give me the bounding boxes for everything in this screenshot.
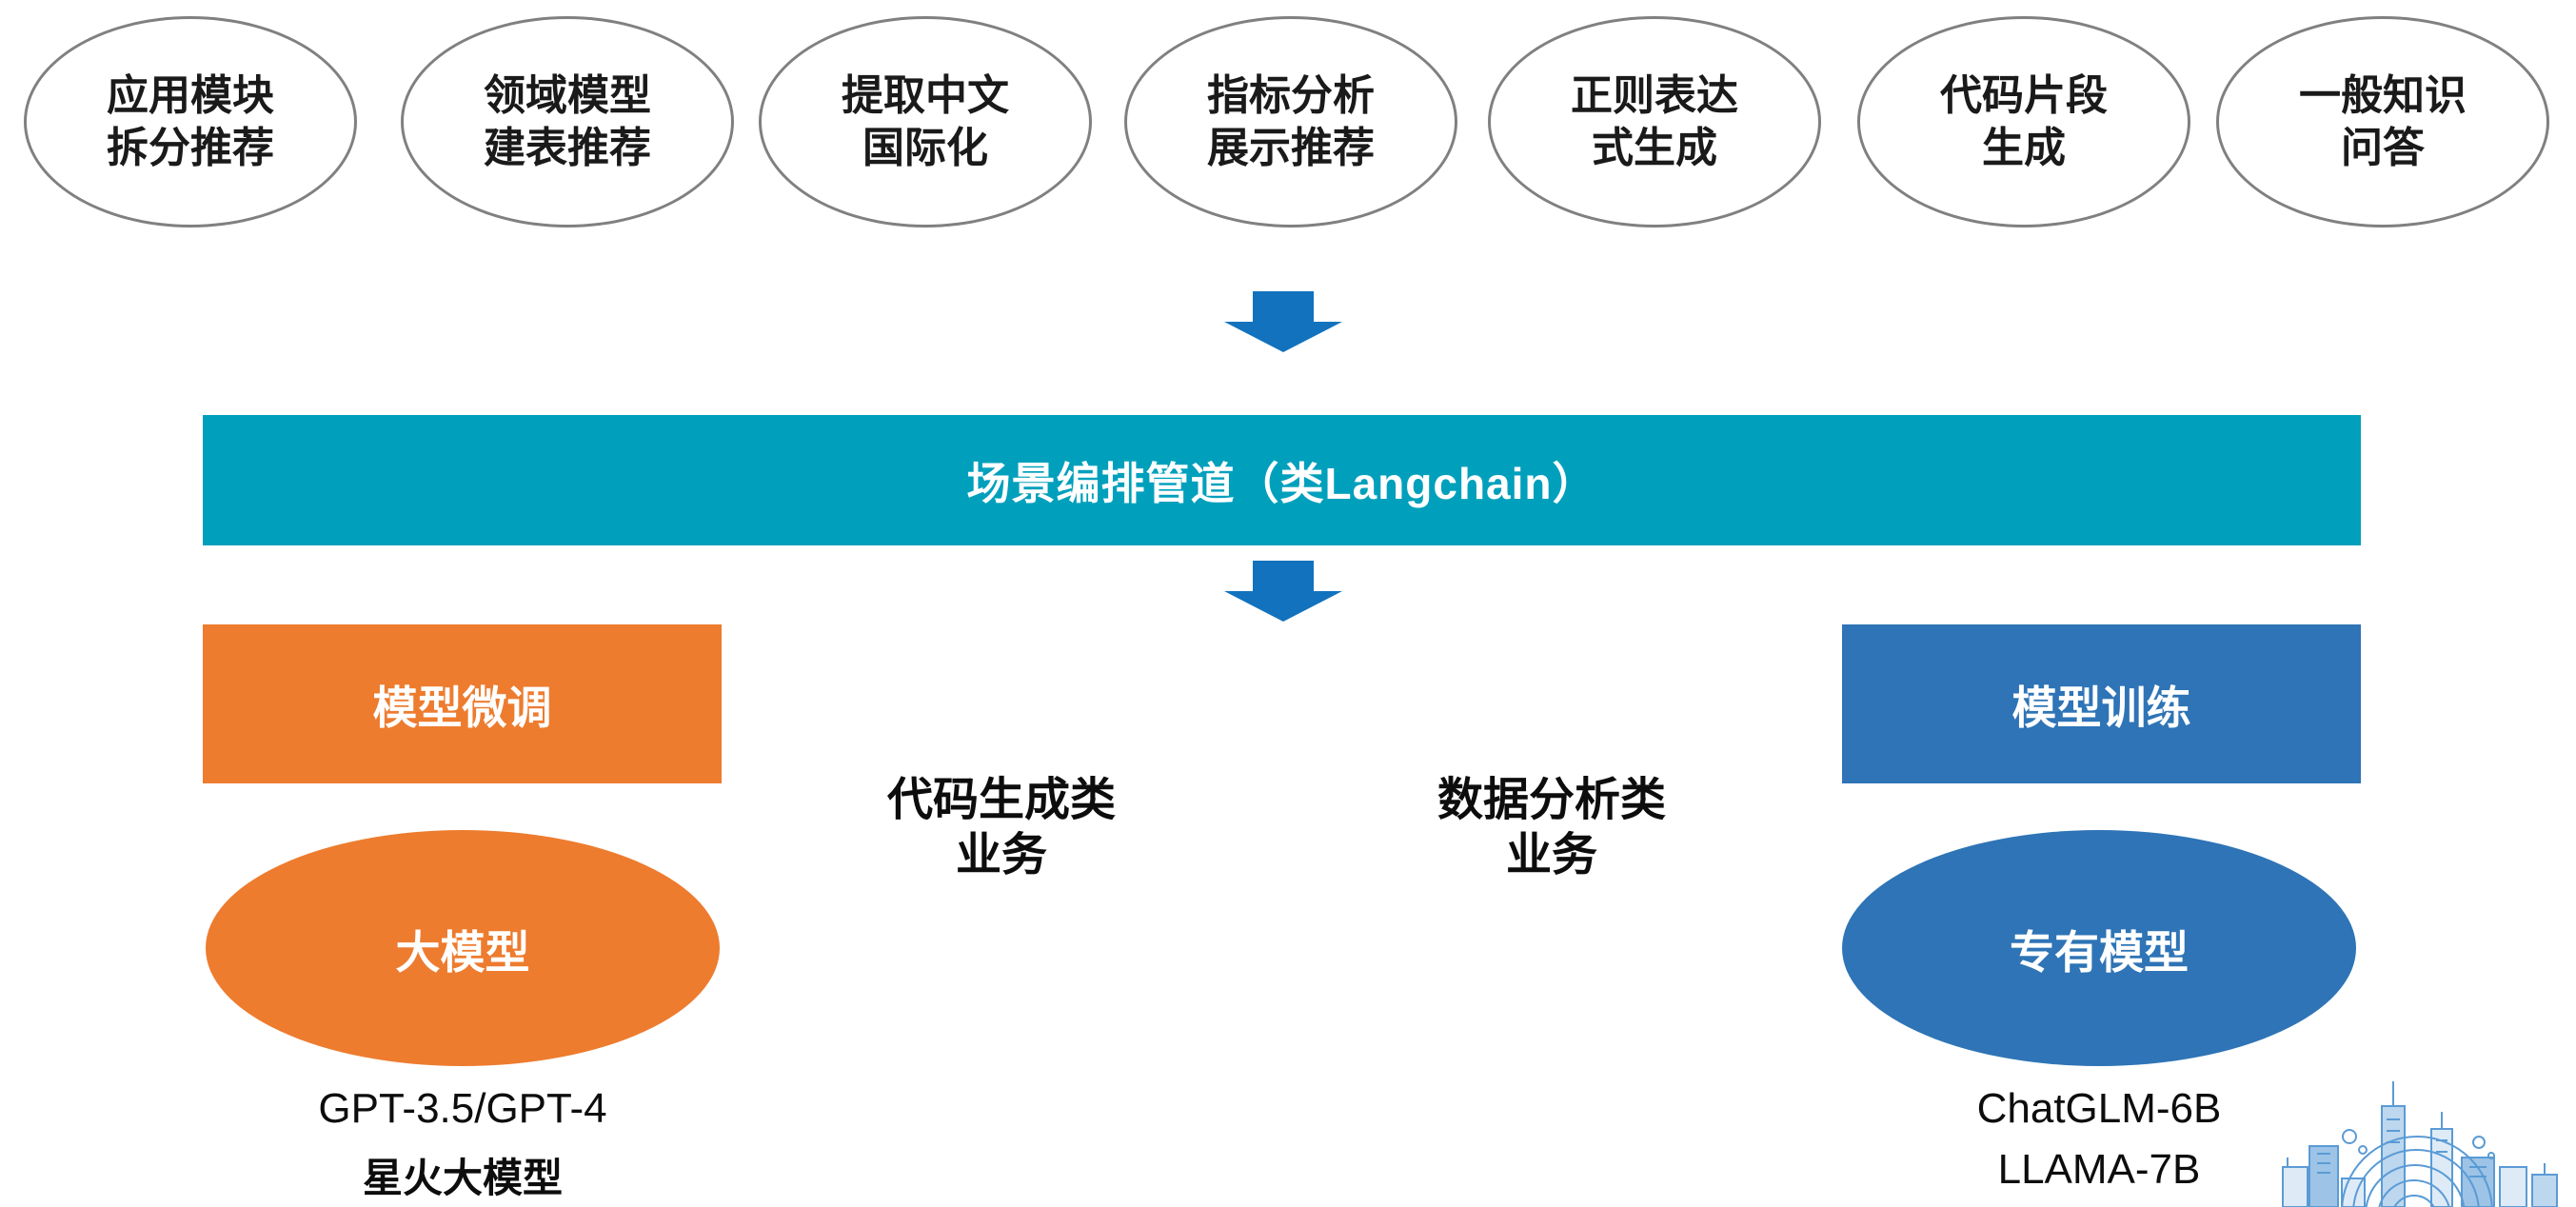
- module-ellipse-metrics: 指标分析 展示推荐: [1124, 16, 1457, 228]
- training-box: 模型训练: [1842, 624, 2361, 783]
- module-label: 应用模块 拆分推荐: [107, 72, 274, 171]
- module-ellipse-app-split: 应用模块 拆分推荐: [24, 16, 357, 228]
- down-arrow-icon: [1224, 291, 1342, 352]
- model-name: 星火大模型: [362, 1156, 563, 1200]
- module-ellipse-snippet: 代码片段 生成: [1857, 16, 2190, 228]
- proprietary-model-ellipse: 专有模型: [1842, 830, 2356, 1066]
- training-box-label: 模型训练: [2011, 683, 2191, 733]
- large-model-ellipse: 大模型: [206, 830, 720, 1066]
- business-label-data-analysis: 数据分析类 业务: [1437, 775, 1666, 881]
- module-ellipse-i18n: 提取中文 国际化: [759, 16, 1092, 228]
- module-label: 代码片段 生成: [1940, 72, 2108, 171]
- training-model-names: ChatGLM-6B LLAMA-7B: [1861, 1085, 2337, 1207]
- proprietary-model-label: 专有模型: [2010, 926, 2189, 978]
- business-label-code-generation: 代码生成类 业务: [886, 775, 1116, 881]
- model-name: GPT-3.5/GPT-4: [318, 1085, 607, 1132]
- large-model-label: 大模型: [395, 926, 530, 978]
- pipeline-banner: 场景编排管道（类Langchain）: [203, 415, 2361, 545]
- finetune-box: 模型微调: [203, 624, 722, 783]
- module-ellipse-regex: 正则表达 式生成: [1488, 16, 1821, 228]
- module-label: 正则表达 式生成: [1571, 72, 1738, 171]
- finetune-box-label: 模型微调: [372, 683, 552, 733]
- module-label: 指标分析 展示推荐: [1207, 72, 1375, 171]
- down-arrow-icon: [1224, 561, 1342, 622]
- module-label: 一般知识 问答: [2299, 72, 2467, 171]
- module-ellipse-domain-table: 领域模型 建表推荐: [401, 16, 734, 228]
- finetune-model-names: GPT-3.5/GPT-4 星火大模型: [225, 1085, 701, 1207]
- model-name: ChatGLM-6B: [1976, 1085, 2222, 1132]
- pipeline-banner-label: 场景编排管道（类Langchain）: [966, 458, 1597, 508]
- module-label: 领域模型 建表推荐: [484, 72, 651, 171]
- city-skyline-illustration: [2282, 1081, 2558, 1207]
- module-label: 提取中文 国际化: [842, 72, 1009, 171]
- model-name: LLAMA-7B: [1997, 1146, 2201, 1193]
- module-ellipse-qa: 一般知识 问答: [2216, 16, 2549, 228]
